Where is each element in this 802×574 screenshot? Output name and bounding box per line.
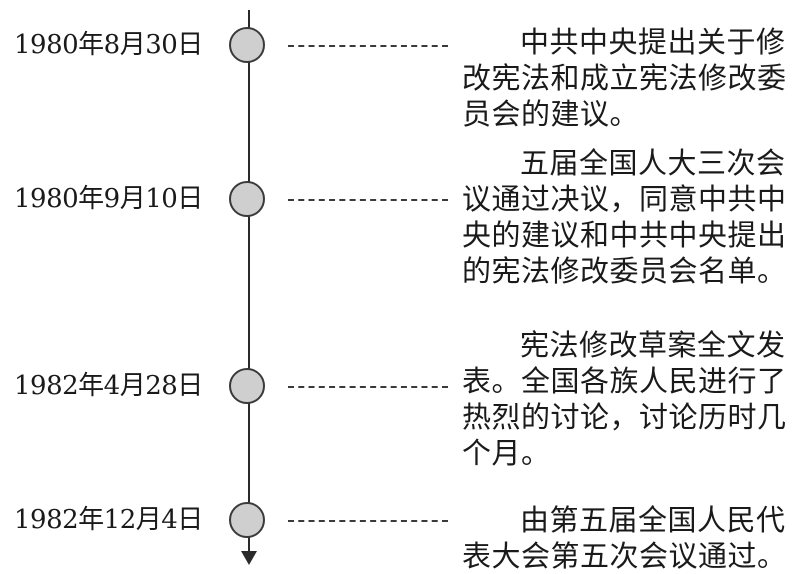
dashed-connector (288, 386, 448, 388)
dashed-connector (288, 199, 448, 201)
event-description: 由第五届全国人民代表大会第五次会议通过。 (462, 503, 787, 573)
timeline-axis (248, 10, 250, 555)
event-description: 五届全国人大三次会议通过决议，同意中共中央的建议和中共中央提出的宪法修改委员会名… (462, 146, 787, 288)
event-date: 1980年9月10日 (14, 184, 203, 214)
timeline-arrow-icon (241, 551, 257, 565)
event-date: 1980年8月30日 (14, 30, 203, 60)
timeline-node (229, 502, 265, 538)
dashed-connector (288, 45, 448, 47)
dashed-connector (288, 520, 448, 522)
event-description: 中共中央提出关于修改宪法和成立宪法修改委员会的建议。 (462, 25, 787, 131)
timeline-node (229, 368, 265, 404)
event-description: 宪法修改草案全文发表。全国各族人民进行了热烈的讨论，讨论历时几个月。 (462, 328, 787, 470)
timeline-node (229, 27, 265, 63)
event-date: 1982年4月28日 (14, 371, 203, 401)
timeline-node (229, 181, 265, 217)
event-date: 1982年12月4日 (14, 505, 203, 535)
